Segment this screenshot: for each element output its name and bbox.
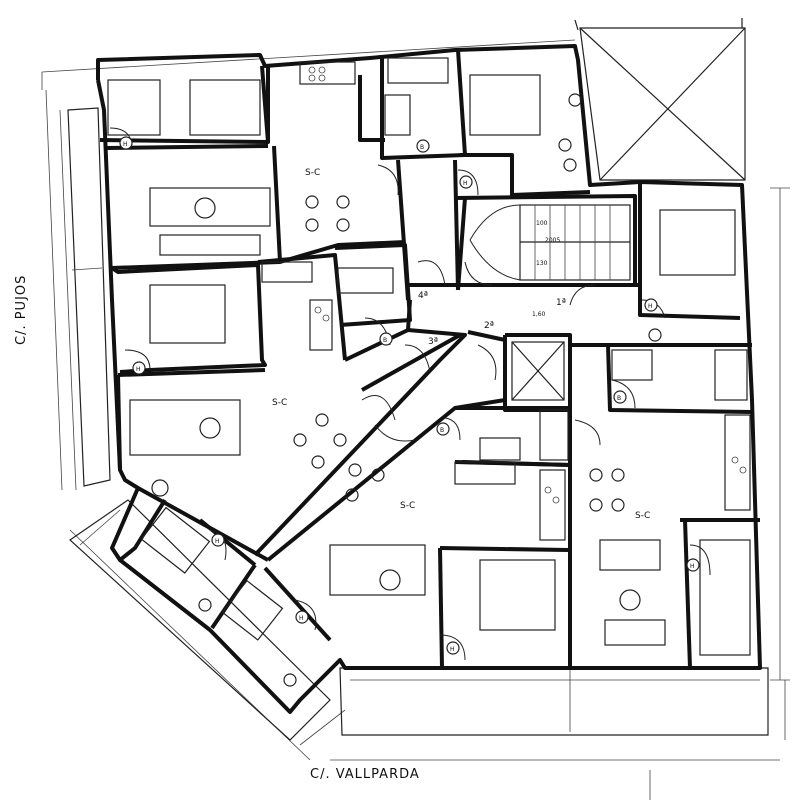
svg-text:H: H xyxy=(450,646,455,653)
stair-dim-d: 1,60 xyxy=(532,311,546,318)
balcony-bottom xyxy=(339,667,769,736)
svg-text:B: B xyxy=(420,144,424,151)
street-label-bottom: C/. VALLPARDA xyxy=(310,767,420,782)
toilet-mark-3: H xyxy=(132,361,146,375)
dimension-lines xyxy=(41,39,790,800)
living-label-3: S-C xyxy=(400,501,415,511)
room-labels: S-C S-C S-C S-C xyxy=(272,168,650,521)
interior-walls xyxy=(99,49,760,669)
balcony-left xyxy=(67,107,111,487)
stair-dim-b: 100 xyxy=(536,220,548,227)
toilet-mark-1: H xyxy=(119,136,133,150)
svg-text:H: H xyxy=(690,563,695,570)
toilet-mark-8: H xyxy=(686,558,700,572)
living-label-1: S-C xyxy=(305,168,320,178)
toilet-mark-6: H xyxy=(295,610,309,624)
unit-2: 2ª xyxy=(484,321,494,331)
bath-mark-4: B xyxy=(613,390,627,404)
elevator-shaft xyxy=(511,341,565,401)
svg-text:B: B xyxy=(440,427,444,434)
svg-text:H: H xyxy=(136,366,141,373)
balcony-diagonal xyxy=(69,499,331,741)
unit-numbers: 4ª 3ª 2ª 1ª xyxy=(418,291,566,347)
fixture-marks: B B B B H H H H H H H H xyxy=(119,136,700,655)
svg-text:B: B xyxy=(383,337,387,344)
living-label-2: S-C xyxy=(272,398,287,408)
unit-1: 1ª xyxy=(556,298,566,308)
toilet-mark-7: H xyxy=(446,641,460,655)
living-label-4: S-C xyxy=(635,511,650,521)
svg-text:B: B xyxy=(617,395,621,402)
terrace-top-right xyxy=(574,18,746,181)
unit-3: 3ª xyxy=(428,337,438,347)
svg-text:H: H xyxy=(299,615,304,622)
svg-text:H: H xyxy=(123,141,128,148)
toilet-mark-2: H xyxy=(459,175,473,189)
stair-dim-c: 2005 xyxy=(545,237,560,244)
svg-text:H: H xyxy=(648,303,653,310)
bath-mark-1: B xyxy=(416,139,430,153)
toilet-mark-5: H xyxy=(211,533,225,547)
svg-text:H: H xyxy=(463,180,468,187)
furniture xyxy=(107,57,751,687)
bath-mark-2: B xyxy=(379,332,393,346)
svg-text:H: H xyxy=(215,538,220,545)
toilet-mark-4: H xyxy=(644,298,658,312)
stair-dim-a: 130 xyxy=(536,260,548,267)
unit-4: 4ª xyxy=(418,291,428,301)
bath-mark-3: B xyxy=(436,422,450,436)
staircase: 130 100 2005 1,60 xyxy=(469,204,631,318)
street-label-left: C/. PUJOS xyxy=(14,275,29,345)
